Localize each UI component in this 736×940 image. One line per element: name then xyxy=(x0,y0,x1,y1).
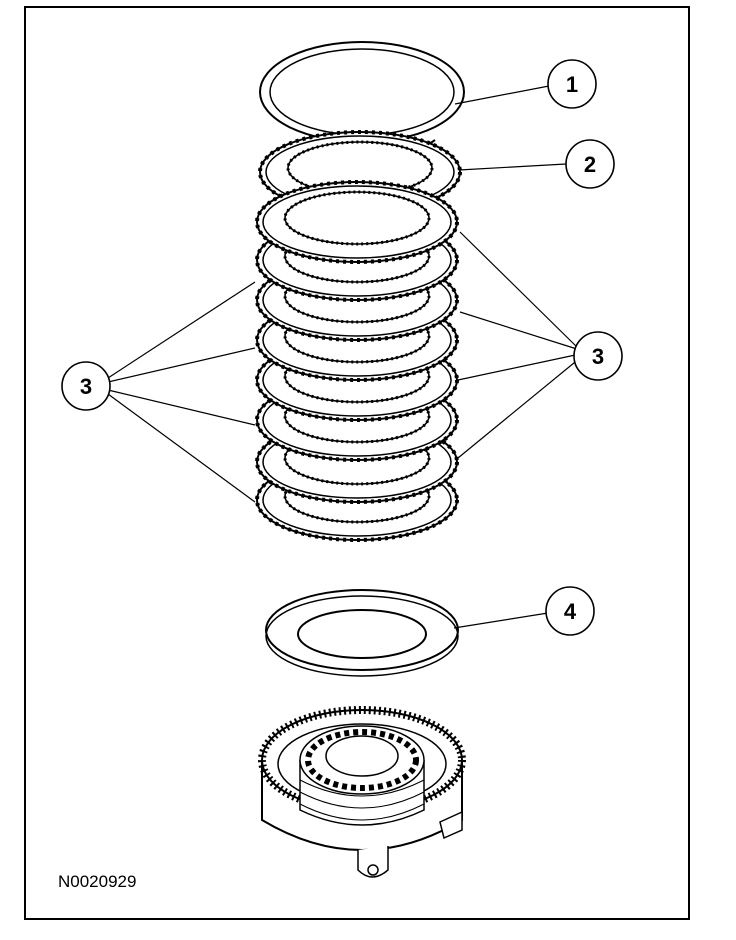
callout-2: 2 xyxy=(565,139,615,189)
callout-1-label: 1 xyxy=(566,72,578,97)
clutch-plate-stack-part-3 xyxy=(255,180,459,542)
clutch-plate xyxy=(255,180,459,264)
callout-2-label: 2 xyxy=(584,152,596,177)
callout-3-left: 3 xyxy=(61,361,111,411)
callout-3-right: 3 xyxy=(573,331,623,381)
diagram-frame xyxy=(24,6,690,920)
callout-1: 1 xyxy=(547,59,597,109)
callout-4-label: 4 xyxy=(564,599,577,624)
callout-3-left-label: 3 xyxy=(80,374,92,399)
callout-3-right-label: 3 xyxy=(592,344,604,369)
clutch-hub-assembly xyxy=(258,706,466,878)
callout-4: 4 xyxy=(545,586,595,636)
washer-part-4 xyxy=(265,589,459,677)
leader-lines xyxy=(107,85,581,629)
figure-id: N0020929 xyxy=(58,872,137,891)
